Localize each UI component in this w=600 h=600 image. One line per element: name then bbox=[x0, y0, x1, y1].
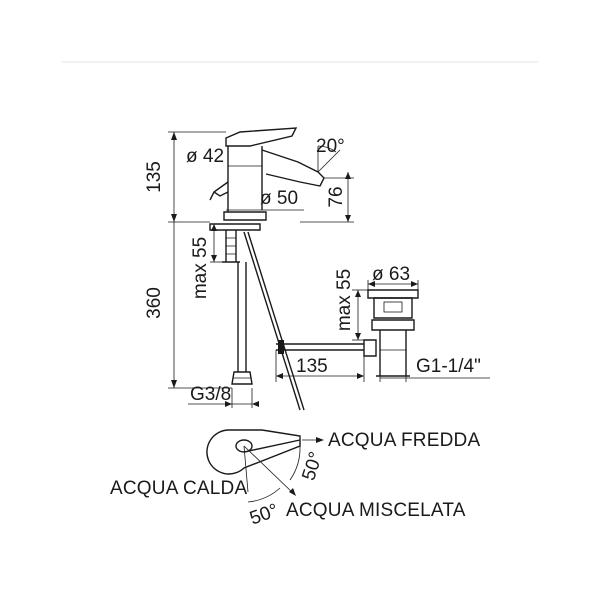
waste-assembly bbox=[276, 289, 419, 377]
label-acqua-miscelata: ACQUA MISCELATA bbox=[286, 500, 466, 521]
dim-height-total: 360 bbox=[144, 287, 165, 319]
dim-max-thickness: max 55 bbox=[190, 237, 211, 299]
dimension-lines-spout bbox=[300, 145, 354, 223]
label-angle-cold: 50° bbox=[298, 449, 327, 483]
lever-diagram bbox=[206, 429, 324, 503]
dimension-lines-left bbox=[168, 131, 304, 408]
dim-dia-top: ø 42 bbox=[186, 146, 224, 167]
dim-height-body: 135 bbox=[144, 161, 165, 193]
dim-angle-spout: 20° bbox=[316, 136, 345, 157]
dim-dia-base: ø 50 bbox=[260, 188, 298, 209]
dim-thread-waste: G1-1/4" bbox=[416, 356, 481, 377]
label-acqua-calda: ACQUA CALDA bbox=[110, 478, 247, 499]
dim-rod-length: 135 bbox=[296, 356, 328, 377]
label-angle-hot: 50° bbox=[247, 500, 281, 530]
dim-thread-hose: G3/8 bbox=[190, 384, 231, 405]
dimension-lines-waste bbox=[275, 280, 490, 382]
text-labels: 135 ø 42 20° 76 ø 50 max 55 360 ø 63 max… bbox=[110, 136, 481, 530]
dim-dia-waste: ø 63 bbox=[372, 264, 410, 285]
dim-max-waste: max 55 bbox=[334, 269, 355, 331]
dim-height-spout: 76 bbox=[326, 186, 347, 207]
label-acqua-fredda: ACQUA FREDDA bbox=[328, 430, 480, 451]
